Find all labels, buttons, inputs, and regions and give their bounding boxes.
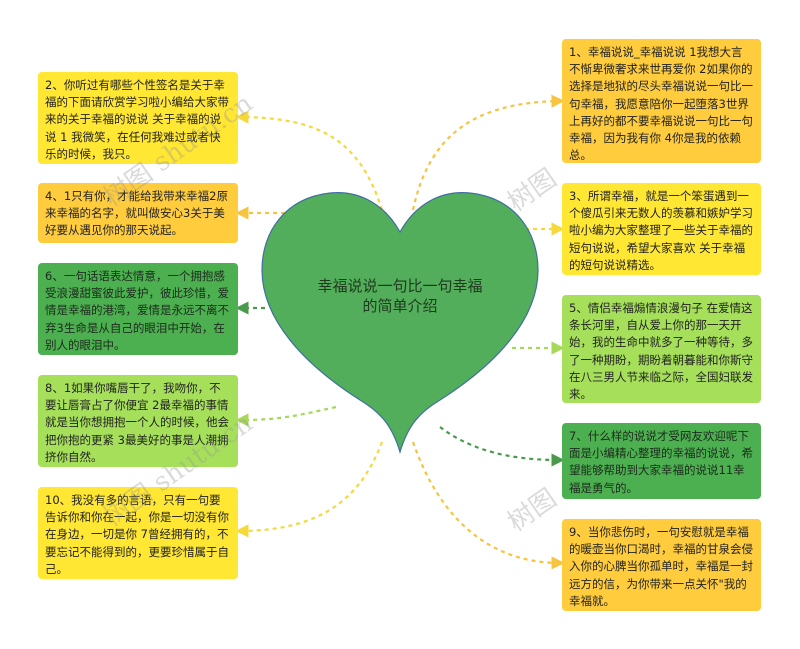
node-7[interactable]: 7、什么样的说说才受网友欢迎呢下面是小编精心整理的幸福的说说，希望能够帮助到大家… [562,423,761,499]
node-5[interactable]: 5、情侣幸福煽情浪漫句子 在爱情这条长河里，自从爱上你的那一天开始，我的生命中就… [562,295,761,403]
link-n7 [439,426,565,467]
node-5-text: 5、情侣幸福煽情浪漫句子 在爱情这条长河里，自从爱上你的那一天开始，我的生命中就… [569,301,753,402]
node-1-text: 1、幸福说说_幸福说说 1我想大言不惭卑微奢求来世再爱你 2如果你的选择是地狱的… [569,45,753,163]
node-8[interactable]: 8、1如果你嘴唇干了，我吻你，不要让唇膏占了你便宜 2最幸福的事情就是当你想拥抱… [38,375,238,467]
link-n10 [235,441,384,538]
node-4-text: 4、1只有你，才能给我带来幸福2原来幸福的名字，就叫做安心3关于美好要从遇见你的… [45,189,228,238]
center-topic[interactable]: 幸福说说一句比一句幸福 的简单介绍 [290,276,510,316]
node-9[interactable]: 9、当你悲伤时，一句安慰就是幸福的暖壶当你口渴时，幸福的甘泉会侵入你的心脾当你孤… [562,519,761,611]
link-n1 [411,94,565,211]
node-7-text: 7、什么样的说说才受网友欢迎呢下面是小编精心整理的幸福的说说，希望能够帮助到大家… [569,429,753,495]
node-10-text: 10、我没有多的言语，只有一句要告诉你和你在一起，你是一切没有你在身边，一切是你… [45,493,229,576]
node-8-text: 8、1如果你嘴唇干了，我吻你，不要让唇膏占了你便宜 2最幸福的事情就是当你想拥抱… [45,381,229,464]
node-3[interactable]: 3、所谓幸福，就是一个笨蛋遇到一个傻瓜引来无数人的羡慕和嫉妒学习啦小编为大家整理… [562,183,761,275]
center-title-line2: 的简单介绍 [362,297,438,315]
node-6-text: 6、一句话语表达情意，一个拥抱感受浪漫甜蜜彼此爱护，彼此珍惜，爱情是幸福的港湾，… [45,269,229,352]
link-n9 [411,441,565,570]
node-3-text: 3、所谓幸福，就是一个笨蛋遇到一个傻瓜引来无数人的羡慕和嫉妒学习啦小编为大家整理… [569,189,753,272]
node-1[interactable]: 1、幸福说说_幸福说说 1我想大言不惭卑微奢求来世再爱你 2如果你的选择是地狱的… [562,39,761,163]
link-n8 [235,405,337,427]
node-10[interactable]: 10、我没有多的言语，只有一句要告诉你和你在一起，你是一切没有你在身边，一切是你… [38,487,238,579]
link-n2 [235,110,384,211]
node-2[interactable]: 2、你听过有哪些个性签名是关于幸福的下面请欣赏学习啦小编给大家带来的关于幸福的说… [38,72,238,164]
center-heart-shape [261,192,539,455]
node-9-text: 9、当你悲伤时，一句安慰就是幸福的暖壶当你口渴时，幸福的甘泉会侵入你的心脾当你孤… [569,525,753,608]
center-title-line1: 幸福说说一句比一句幸福 [317,277,483,295]
node-6[interactable]: 6、一句话语表达情意，一个拥抱感受浪漫甜蜜彼此爱护，彼此珍惜，爱情是幸福的港湾，… [38,263,238,355]
node-4[interactable]: 4、1只有你，才能给我带来幸福2原来幸福的名字，就叫做安心3关于美好要从遇见你的… [38,183,238,243]
node-2-text: 2、你听过有哪些个性签名是关于幸福的下面请欣赏学习啦小编给大家带来的关于幸福的说… [45,78,229,161]
